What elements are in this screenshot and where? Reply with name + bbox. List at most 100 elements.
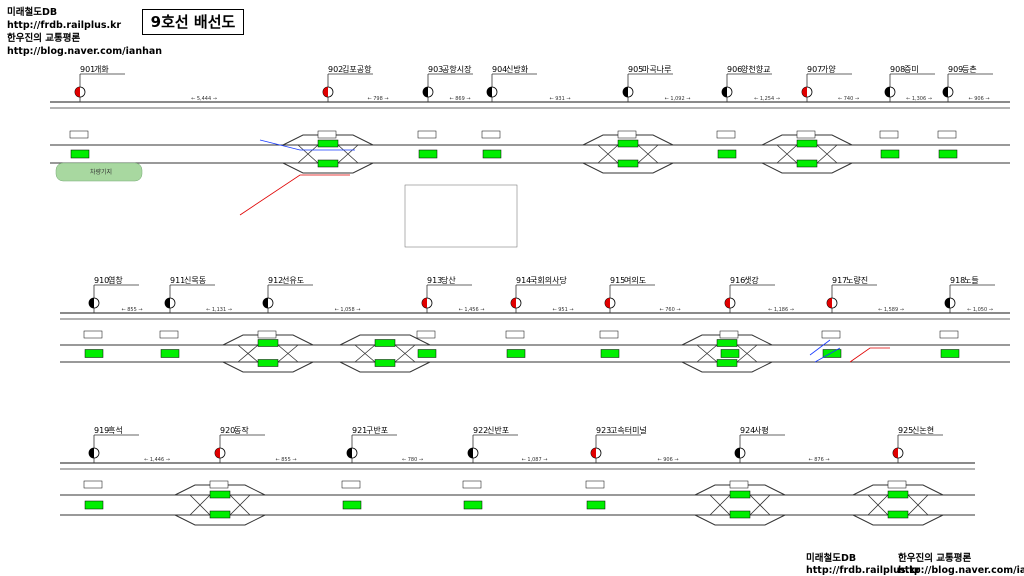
crossover xyxy=(696,344,758,363)
station-code: 908 xyxy=(890,65,905,74)
signal-box xyxy=(257,330,277,339)
platform xyxy=(317,159,339,168)
distance-label: ← 869 → xyxy=(449,96,470,102)
station-code: 906 xyxy=(727,65,742,74)
platform xyxy=(482,149,502,159)
station-icon-half xyxy=(885,87,890,97)
platform xyxy=(938,149,958,159)
distance-label: ← 1,589 → xyxy=(878,307,904,313)
station-name: 사평 xyxy=(754,425,769,435)
signal-box xyxy=(719,330,739,339)
signal-box xyxy=(417,130,437,139)
siding-track xyxy=(852,514,944,526)
platform xyxy=(374,339,396,347)
signal-box xyxy=(887,480,907,489)
station-code: 909 xyxy=(948,65,963,74)
signal-box xyxy=(481,130,501,139)
siding-track xyxy=(694,514,786,526)
signal-box xyxy=(69,130,89,139)
signal-box xyxy=(821,330,841,339)
depot-yard xyxy=(55,162,143,182)
station-name: 김포공항 xyxy=(342,64,372,74)
distance-label: ← 760 → xyxy=(659,307,680,313)
signal-box xyxy=(796,130,816,139)
station-icon-half xyxy=(722,87,727,97)
distance-label: ← 1,092 → xyxy=(665,96,691,102)
distance-label: ← 906 → xyxy=(968,96,989,102)
station-icon-half xyxy=(487,87,492,97)
station-icon-half xyxy=(75,87,80,97)
signal-box xyxy=(159,330,179,339)
distance-label: ← 951 → xyxy=(552,307,573,313)
station-code: 922 xyxy=(473,426,488,435)
platform xyxy=(887,510,909,519)
siding-track xyxy=(339,361,431,373)
crossover xyxy=(776,144,838,164)
inset-diagram xyxy=(404,184,518,248)
distance-label: ← 1,087 → xyxy=(522,457,548,463)
station-icon-half xyxy=(893,448,898,458)
station-code: 923 xyxy=(596,426,611,435)
station-icon-half xyxy=(323,87,328,97)
station-code: 916 xyxy=(730,276,745,285)
platform xyxy=(160,349,180,358)
connection-track xyxy=(849,347,890,363)
platform xyxy=(342,500,362,510)
signal-box xyxy=(505,330,525,339)
platform xyxy=(887,490,909,499)
crossover xyxy=(597,144,659,164)
signal-box xyxy=(341,480,361,489)
station-code: 904 xyxy=(492,65,507,74)
distance-label: ← 1,186 → xyxy=(768,307,794,313)
signal-box xyxy=(617,130,637,139)
signal-box xyxy=(462,480,482,489)
station-name: 신논현 xyxy=(912,426,934,435)
platform xyxy=(617,159,639,168)
distance-label: ← 906 → xyxy=(657,457,678,463)
platform xyxy=(209,490,231,499)
crossover xyxy=(354,344,416,363)
platform xyxy=(70,149,90,159)
station-code: 910 xyxy=(94,276,109,285)
station-icon-half xyxy=(725,298,730,308)
station-name: 양천향교 xyxy=(741,64,770,74)
siding-track xyxy=(761,162,853,174)
station-name: 선유도 xyxy=(282,276,304,285)
station-icon-half xyxy=(623,87,628,97)
distance-label: ← 780 → xyxy=(402,457,423,463)
distance-label: ← 1,131 → xyxy=(206,307,232,313)
station-name: 염창 xyxy=(108,276,123,285)
signal-box xyxy=(585,480,605,489)
distance-label: ← 1,446 → xyxy=(144,457,170,463)
platform xyxy=(317,139,339,148)
siding-track xyxy=(282,162,374,174)
station-name: 노량진 xyxy=(846,275,868,285)
station-name: 동작 xyxy=(234,425,249,435)
platform xyxy=(417,349,437,358)
distance-label: ← 740 → xyxy=(838,96,859,102)
station-code: 911 xyxy=(170,276,185,285)
station-code: 924 xyxy=(740,426,755,435)
distance-label: ← 931 → xyxy=(549,96,570,102)
crossover xyxy=(709,494,771,516)
station-code: 925 xyxy=(898,426,913,435)
platform xyxy=(374,359,396,367)
crossover xyxy=(297,144,359,164)
station-code: 914 xyxy=(516,276,531,285)
station-code: 912 xyxy=(268,276,283,285)
platform xyxy=(796,159,818,168)
station-code: 907 xyxy=(807,65,822,74)
station-code: 915 xyxy=(610,276,625,285)
distance-label: ← 1,254 → xyxy=(754,96,780,102)
signal-box xyxy=(729,480,749,489)
siding-track xyxy=(339,334,431,346)
station-name: 신목동 xyxy=(184,276,206,285)
crossover xyxy=(237,344,299,363)
footer-line: http://frdb.railplus.kr xyxy=(806,565,921,576)
station-name: 흑석 xyxy=(108,425,123,435)
footer-left: 미래철도DB http://frdb.railplus.kr xyxy=(806,553,920,576)
source-credits: 미래철도DB http://frdb.railplus.kr 한우진의 교통평론… xyxy=(7,6,162,58)
station-icon-half xyxy=(802,87,807,97)
signal-box xyxy=(416,330,436,339)
station-icon-half xyxy=(89,298,94,308)
